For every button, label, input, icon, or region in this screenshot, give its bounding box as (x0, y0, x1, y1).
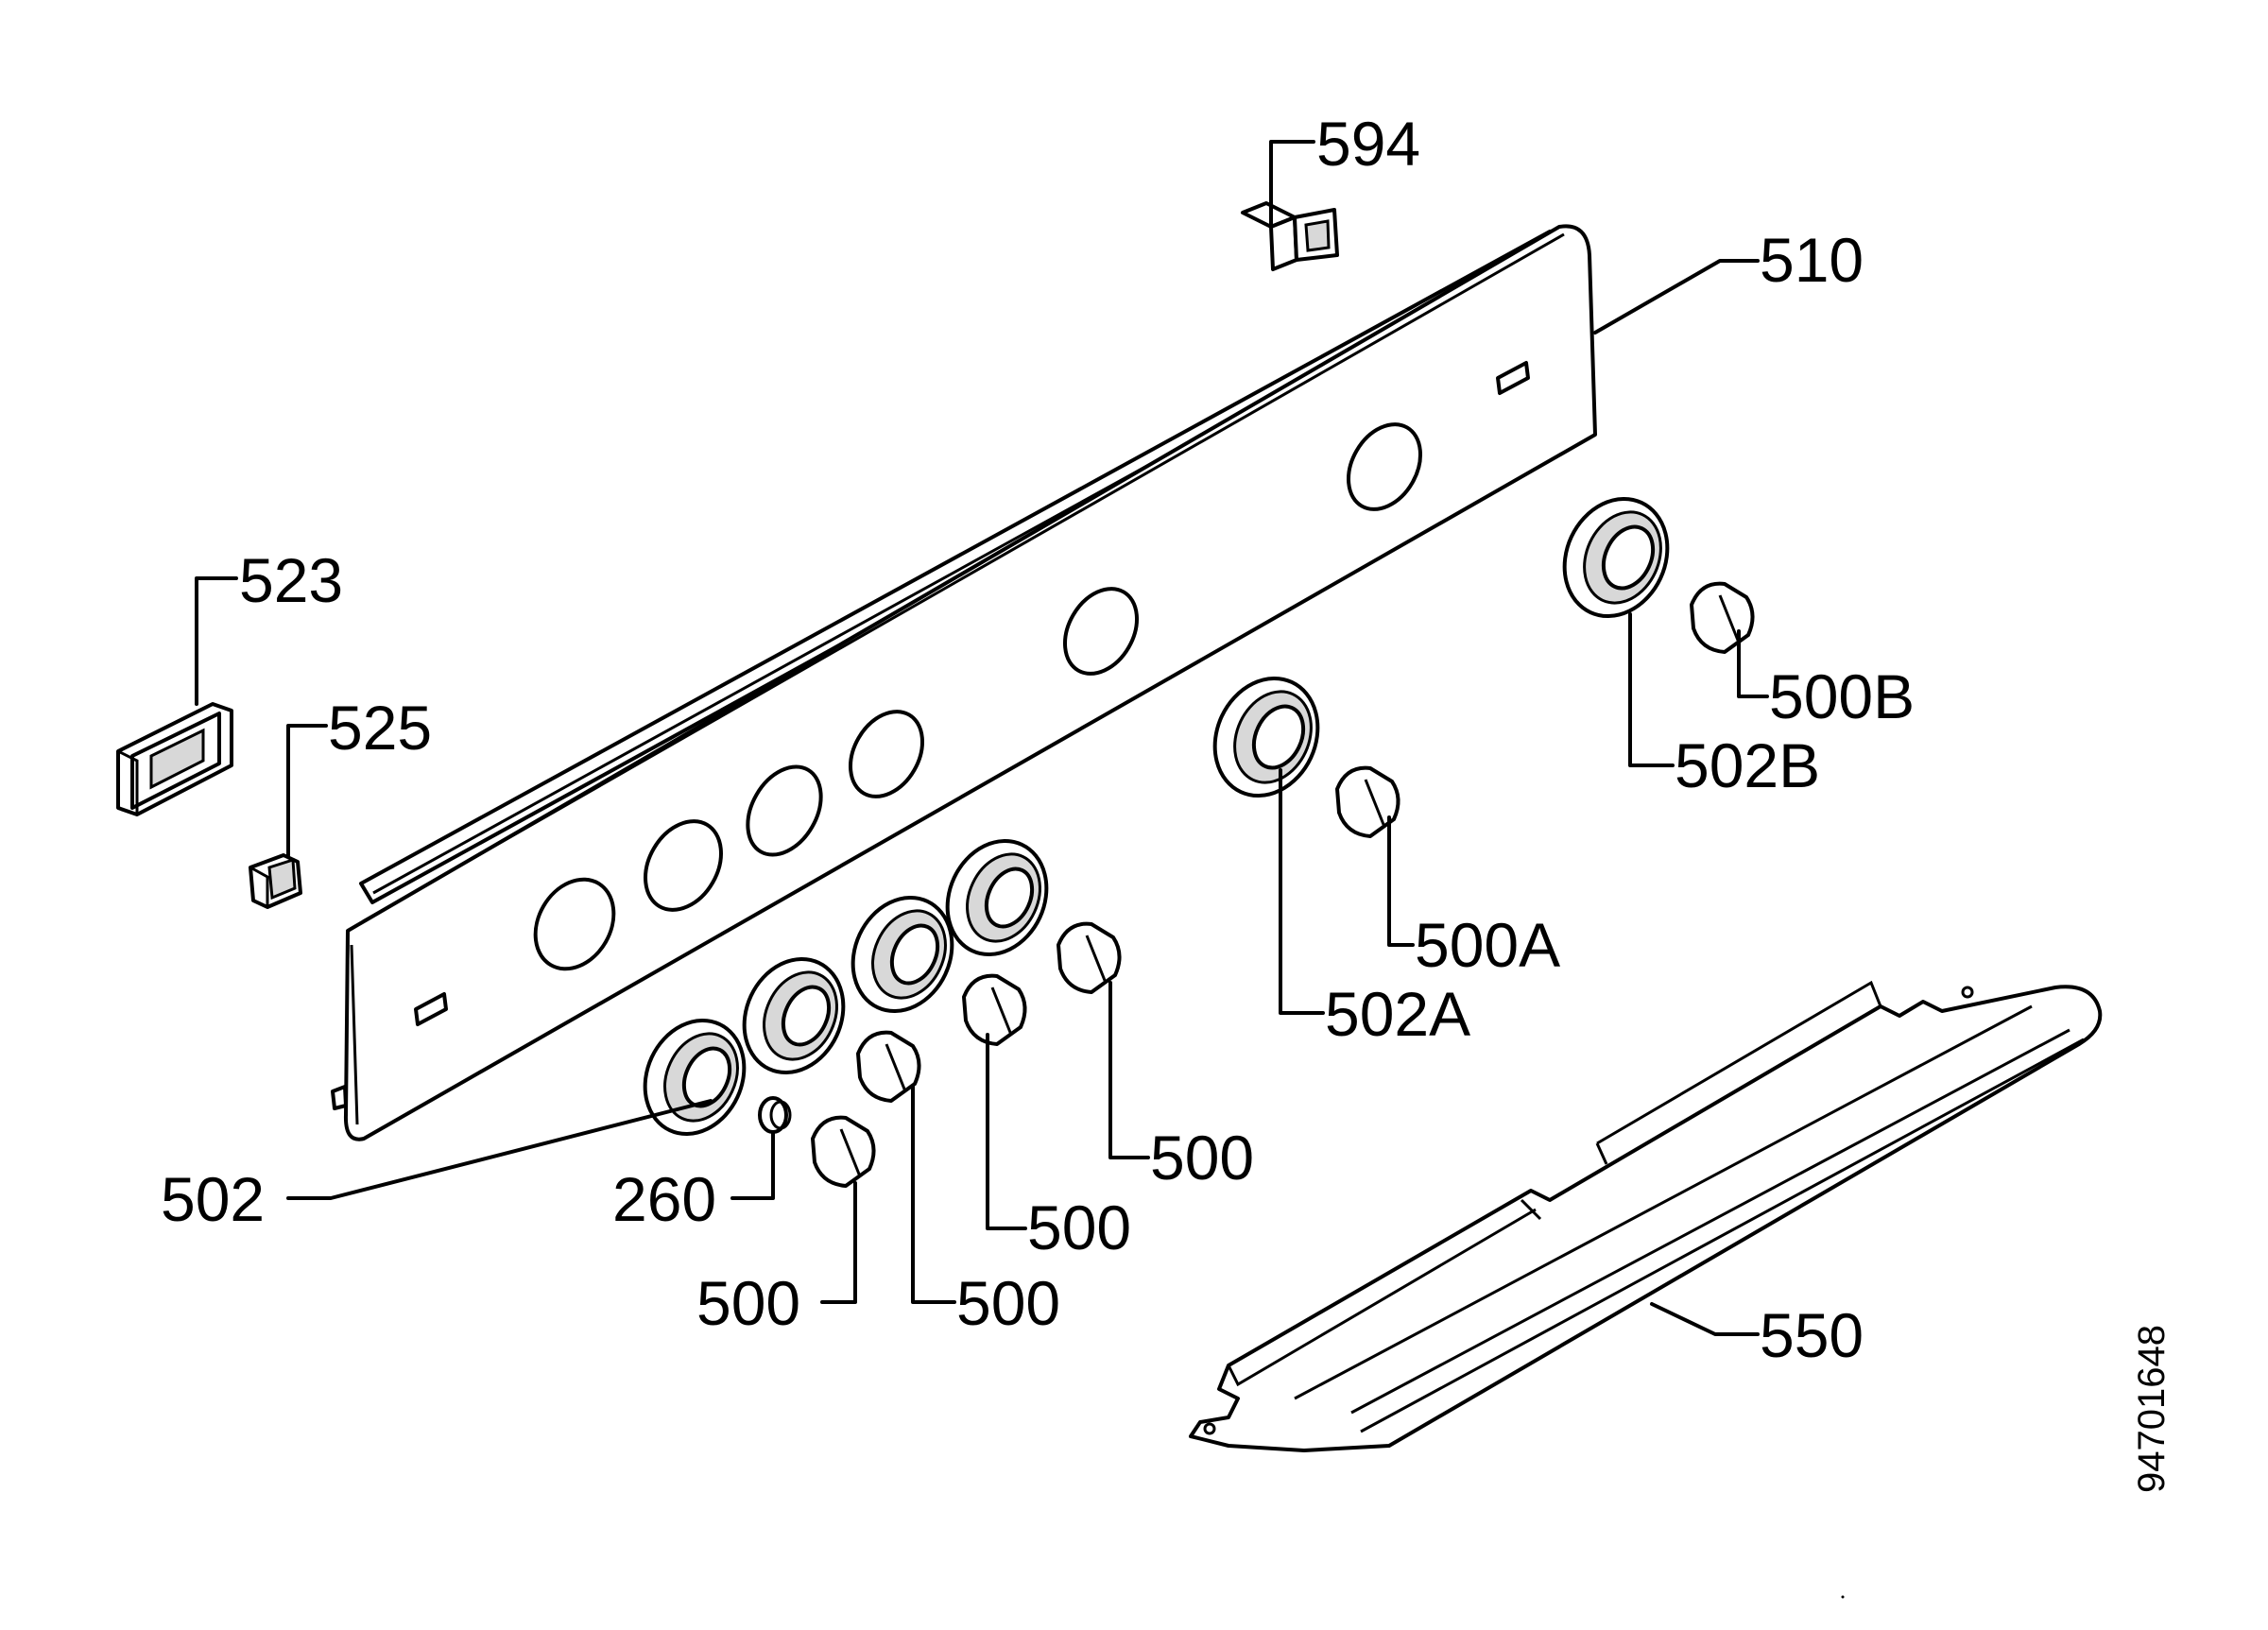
document-id: 94701648 (2131, 1325, 2173, 1493)
leader-500-4 (820, 1181, 857, 1304)
leader-500-1 (1108, 981, 1150, 1159)
spring-260 (758, 1096, 792, 1134)
knob-500 (856, 1030, 921, 1103)
label-502: 502 (161, 1164, 265, 1234)
knob-500a (1335, 765, 1400, 838)
leader-500b (1737, 629, 1769, 698)
leader-500-2 (986, 1033, 1027, 1230)
part-labels: 594 510 523 525 500B 502B 500A 502A 502 … (161, 109, 1915, 1370)
bezel-ring (643, 1018, 747, 1137)
label-502a: 502A (1325, 979, 1470, 1049)
trim-strip-550 (1189, 980, 2103, 1452)
leader-525 (286, 724, 328, 857)
leader-502a (1279, 768, 1325, 1015)
label-510: 510 (1760, 225, 1864, 295)
knob-500 (1057, 921, 1122, 994)
knob-500 (811, 1115, 876, 1188)
stray-dot (1841, 1595, 1845, 1599)
label-500-1: 500 (1150, 1123, 1254, 1192)
leader-594 (1269, 140, 1315, 229)
control-panel-510 (331, 224, 1597, 1141)
leader-510 (1593, 259, 1760, 335)
label-500-4: 500 (696, 1268, 800, 1338)
switch-594 (1241, 201, 1339, 271)
leader-523 (195, 576, 238, 706)
label-525: 525 (328, 693, 432, 763)
label-500b: 500B (1769, 661, 1915, 731)
bezel-ring-502b (1562, 496, 1670, 619)
leader-260 (730, 1130, 775, 1200)
panel-knob-holes (533, 422, 1422, 971)
label-523: 523 (239, 545, 343, 615)
knob-500 (962, 973, 1027, 1046)
bezel-ring-502a (1212, 676, 1320, 798)
label-260: 260 (612, 1164, 716, 1234)
leader-500a (1387, 815, 1415, 947)
label-500a: 500A (1415, 910, 1560, 980)
leader-502 (286, 1099, 713, 1200)
leader-lines (195, 140, 1769, 1336)
label-594: 594 (1316, 109, 1420, 179)
bezel-ring (742, 956, 846, 1075)
leader-550 (1650, 1302, 1760, 1336)
switch-frame-523 (116, 702, 233, 816)
switch-525 (249, 853, 302, 909)
bezel-ring (945, 838, 1049, 957)
label-500-2: 500 (1027, 1192, 1131, 1262)
bezel-rings-502 (643, 838, 1049, 1137)
label-502b: 502B (1675, 730, 1820, 800)
label-550: 550 (1760, 1300, 1864, 1370)
bezel-ring (850, 895, 954, 1014)
knob-500b (1690, 581, 1755, 654)
label-500-3: 500 (956, 1268, 1060, 1338)
leader-500-3 (911, 1085, 956, 1304)
leader-502b (1628, 612, 1675, 767)
